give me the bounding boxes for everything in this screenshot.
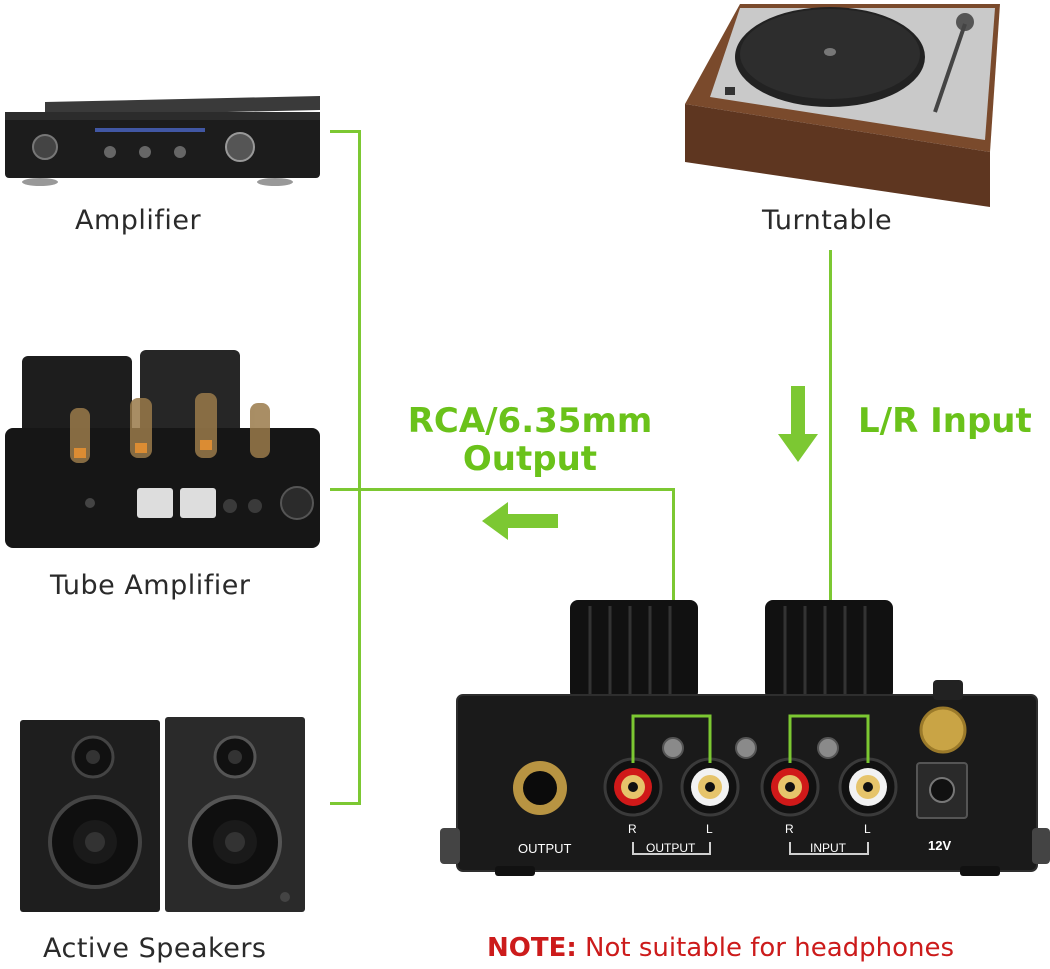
output-group-label: OUTPUT	[646, 841, 696, 855]
tube-amplifier-image	[0, 348, 330, 558]
active-speakers-label: Active Speakers	[43, 933, 267, 964]
input-annotation: L/R Input	[858, 401, 1032, 441]
output-r-label: R	[628, 822, 637, 836]
headphones-note: NOTE: Not suitable for headphones	[487, 933, 954, 963]
note-text: Not suitable for headphones	[576, 933, 955, 963]
output-l-label: L	[706, 822, 713, 836]
amplifier-connector-line	[330, 130, 361, 133]
turntable-image	[680, 2, 1010, 212]
note-prefix: NOTE:	[487, 933, 577, 963]
phono-preamp: OUTPUT R L OUTPUT R L INPUT 12V	[440, 598, 1050, 888]
turntable-vertical-line	[829, 250, 832, 716]
rca-input-l-icon	[838, 757, 898, 817]
tube-connector-line	[330, 488, 674, 491]
amplifier-image	[0, 92, 330, 192]
rca-input-r-icon	[760, 757, 820, 817]
output-annotation-line2: Output	[462, 439, 598, 479]
output-jack-label: OUTPUT	[518, 841, 572, 856]
left-arrow-icon	[482, 502, 560, 540]
output-annotation-line1: RCA/6.35mm	[407, 401, 653, 441]
amplifier-label: Amplifier	[75, 205, 202, 236]
turntable-label: Turntable	[762, 205, 893, 236]
output-knob-icon	[570, 600, 698, 700]
active-speakers-image	[15, 712, 315, 917]
input-group-label: INPUT	[810, 841, 846, 855]
rca-output-r-icon	[603, 757, 663, 817]
rca-output-l-icon	[680, 757, 740, 817]
input-r-label: R	[785, 822, 794, 836]
output-annotation: RCA/6.35mm Output	[395, 402, 665, 478]
power-label: 12V	[928, 838, 952, 853]
input-l-label: L	[864, 822, 871, 836]
tube-amplifier-label: Tube Amplifier	[50, 570, 251, 601]
down-arrow-icon	[778, 386, 818, 462]
input-knob-icon	[765, 600, 893, 700]
speakers-connector-line	[330, 802, 361, 805]
left-bus-line	[358, 130, 361, 804]
